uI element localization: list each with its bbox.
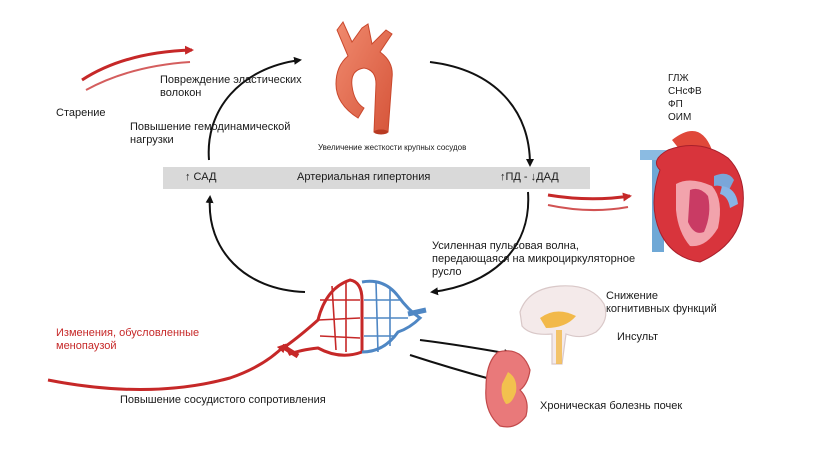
heart-outcome-item: ФП — [668, 99, 683, 110]
cognitive-line1: Снижение — [606, 290, 658, 302]
hemodynamic-line2: нагрузки — [130, 134, 174, 146]
heart-arrow — [547, 192, 632, 212]
pp-dbp-label: ↑ПД - ↓ДАД — [500, 171, 559, 183]
heart-outcome-item: ГЛЖ — [668, 73, 689, 84]
elastic-damage-line1: Повреждение эластических — [160, 74, 302, 86]
hemodynamic-line1: Повышение гемодинамической — [130, 121, 291, 133]
heart-outcome-item: СНсФВ — [668, 86, 702, 97]
elastic-damage-line2: волокон — [160, 87, 202, 99]
aorta-illustration — [335, 21, 393, 135]
microvasculature-illustration — [280, 278, 427, 359]
cycle-arrows — [205, 56, 534, 383]
aging-arrow — [81, 45, 194, 91]
heart-outcome-item: ОИМ — [668, 112, 692, 123]
heart-outcomes-list: ГЛЖ СНсФВ ФП ОИМ — [668, 72, 702, 124]
pulse-wave-line1: Усиленная пульсовая волна, — [432, 240, 579, 252]
sbp-label: ↑ САД — [185, 171, 217, 183]
brain-illustration — [519, 285, 607, 365]
cognitive-line2: когнитивных функций — [606, 303, 717, 315]
menopause-arrow — [47, 343, 287, 391]
hypertension-label: Артериальная гипертония — [297, 171, 431, 183]
pulse-wave-line2: передающаяся на микроциркуляторное — [432, 253, 636, 265]
menopause-line2: менопаузой — [56, 340, 117, 352]
ckd-label: Хроническая болезнь почек — [540, 400, 683, 412]
kidney-illustration — [485, 350, 531, 428]
aging-label: Старение — [56, 107, 106, 119]
hypertension-band: ↑ САД Артериальная гипертония ↑ПД - ↓ДАД — [163, 167, 590, 189]
resistance-label: Повышение сосудистого сопротивления — [120, 394, 326, 406]
menopause-line1: Изменения, обусловленные — [56, 327, 200, 339]
pulse-wave-line3: русло — [432, 266, 462, 278]
stroke-label: Инсульт — [617, 331, 659, 343]
stiffness-label: Увеличение жесткости крупных сосудов — [318, 143, 467, 152]
heart-illustration — [640, 131, 744, 263]
